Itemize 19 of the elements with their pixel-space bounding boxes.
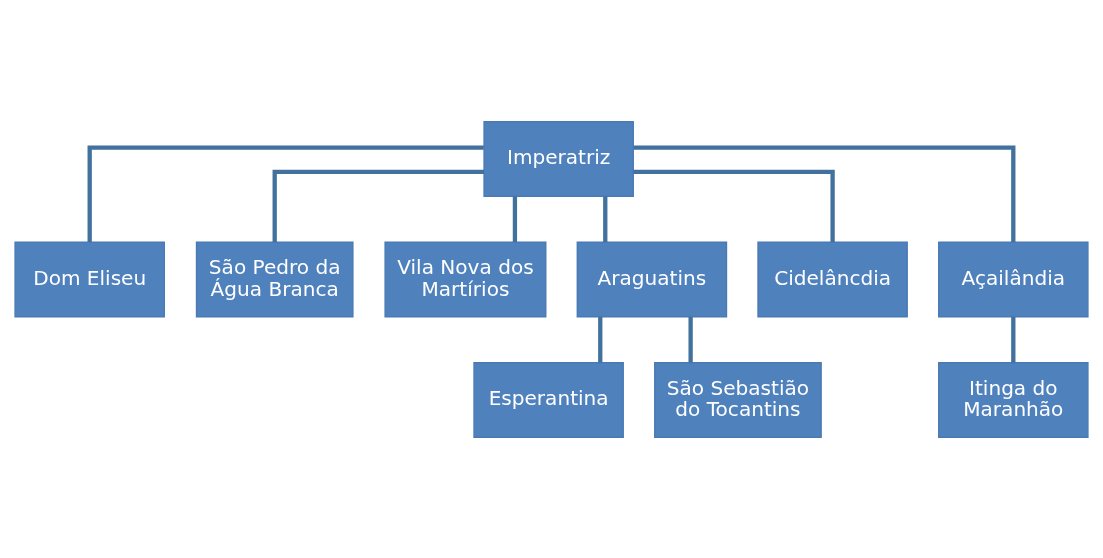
connector	[512, 196, 518, 242]
node-box: Cidelâncdia	[757, 241, 908, 317]
node-box: Açailândia	[938, 241, 1089, 317]
node-box: Dom Eliseu	[14, 241, 165, 317]
connector	[688, 316, 693, 363]
connector	[633, 144, 1016, 242]
node-box: Araguatins	[576, 241, 728, 317]
connector	[87, 144, 484, 242]
node-box: São Sebastião do Tocantins	[654, 361, 822, 438]
connector	[603, 196, 608, 242]
connector	[272, 169, 485, 242]
node-box: Esperantina	[473, 361, 624, 438]
connector	[598, 316, 603, 363]
node-box: Itinga do Maranhão	[938, 361, 1089, 438]
node-box: Imperatriz	[483, 120, 634, 197]
node-box: Vila Nova dos Martírios	[384, 241, 547, 317]
connector	[633, 169, 835, 242]
node-box: São Pedro da Água Branca	[195, 241, 354, 317]
connector	[1011, 316, 1016, 363]
